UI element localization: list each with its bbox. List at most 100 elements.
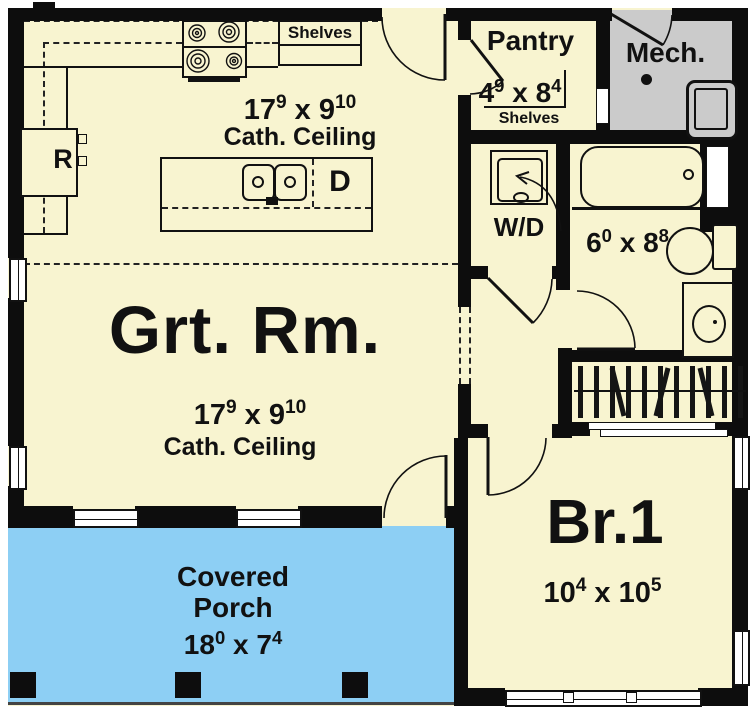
porch-floor xyxy=(8,526,458,705)
pantry-door-leaf xyxy=(469,39,505,82)
porch-name-line2: Porch xyxy=(193,592,273,623)
wall-top-left xyxy=(8,8,382,21)
wd-door-arc xyxy=(532,278,553,324)
pantry-shelf-h xyxy=(484,106,566,108)
counter-edge-top-1 xyxy=(24,66,182,68)
kitchen-shelves-box xyxy=(278,20,362,66)
stove-burners xyxy=(186,21,243,73)
wall-pantry-left-b xyxy=(458,95,471,140)
washer-swing-arrow xyxy=(514,171,530,185)
fridge-hinge-1 xyxy=(78,134,87,144)
great-room-ceiling-label: Cath. Ceiling xyxy=(163,433,317,461)
mech-panel-icon xyxy=(596,88,609,124)
porch-dim-label: 180 x 74 xyxy=(183,626,283,660)
window-porch-1 xyxy=(73,509,139,528)
kitchen-ceiling-label: Cath. Ceiling xyxy=(223,123,377,151)
counter-edge-left-2 xyxy=(66,197,68,233)
washer-swing-arc xyxy=(519,176,562,232)
wall-closet-left xyxy=(558,348,572,432)
kitchen-dim-label: 179 x 910 xyxy=(243,92,357,126)
closet-hanger-strokes xyxy=(609,367,715,417)
kitchen-shelf-line xyxy=(280,44,360,46)
faucet-icon xyxy=(266,197,278,205)
toilet-bowl-icon xyxy=(666,227,714,275)
pantry-name-label: Pantry xyxy=(486,25,575,56)
wall-pantry-left-a xyxy=(458,8,471,40)
great-room-dim-label: 179 x 910 xyxy=(193,397,307,431)
porch-post-1 xyxy=(10,672,36,698)
wall-br1-top-l xyxy=(458,424,488,438)
upper-cabinet-dash-h xyxy=(43,42,182,44)
vanity-sink-icon xyxy=(692,305,726,343)
island-dash-h xyxy=(162,207,371,209)
floor-drain-icon xyxy=(641,74,652,85)
pantry-dim-label: 49 x 84 xyxy=(478,74,562,108)
mech-door-leaf xyxy=(610,12,664,47)
corner-notch xyxy=(33,2,55,12)
porch-name-line1: Covered xyxy=(176,561,290,592)
wall-top-right xyxy=(672,8,748,21)
wall-porch-c xyxy=(298,506,382,528)
sink-drain-1 xyxy=(252,176,264,188)
br1-door-arc xyxy=(487,437,547,496)
bedroom-dim-label: 104 x 105 xyxy=(543,575,662,609)
mech-name-label: Mech. xyxy=(625,37,706,68)
wall-br1-bot-l xyxy=(454,688,505,706)
toilet-tank-icon xyxy=(712,224,738,270)
bedroom-name-label: Br.1 xyxy=(546,488,664,557)
fridge-hinge-2 xyxy=(78,156,87,166)
window-br1-right-1 xyxy=(733,436,750,490)
sink-drain-2 xyxy=(284,176,296,188)
window-mullion-2 xyxy=(626,692,637,703)
wall-br1-bot-r xyxy=(698,688,748,706)
window-br1-right-2 xyxy=(733,630,750,686)
refrigerator-icon xyxy=(20,128,78,197)
stove-handle xyxy=(188,78,240,82)
island-dash-v xyxy=(312,159,314,207)
porch-post-2 xyxy=(175,672,201,698)
fridge-label: R xyxy=(53,144,73,174)
bath-dim-label: 60 x 88 xyxy=(586,224,669,258)
window-porch-2 xyxy=(236,509,302,528)
counter-edge-left-bot xyxy=(24,233,68,235)
ceiling-break-line xyxy=(24,263,458,265)
dishwasher-label: D xyxy=(329,165,351,198)
great-room-name-label: Grt. Rm. xyxy=(108,293,382,368)
pantry-door-arc xyxy=(469,80,504,95)
window-mullion-1 xyxy=(563,692,574,703)
cased-opening-dash-2 xyxy=(469,307,471,384)
closet-bypass-door-2 xyxy=(600,429,728,437)
wall-top-mid xyxy=(446,8,612,21)
wall-grtrm-right-a xyxy=(458,279,471,307)
tub-end-niche xyxy=(706,146,729,208)
wall-wd-right xyxy=(556,142,570,290)
wall-br1-left xyxy=(454,438,468,706)
window-left-2 xyxy=(9,446,27,490)
wall-closet-bot-l xyxy=(558,422,590,436)
upper-cabinet-dash-h2 xyxy=(247,42,278,44)
kitchen-shelves-label: Shelves xyxy=(287,23,353,42)
wall-porch-b xyxy=(135,506,236,528)
wd-door-leaf xyxy=(486,276,535,325)
wall-wd-left xyxy=(458,142,471,268)
water-heater-inner xyxy=(694,88,728,130)
stove-divider xyxy=(184,46,245,48)
wall-porch-a xyxy=(8,506,73,528)
counter-edge-top-2 xyxy=(247,66,278,68)
wall-wd-door-l xyxy=(458,266,488,279)
counter-edge-left-1 xyxy=(66,66,68,128)
wall-hall-top xyxy=(458,130,748,144)
pantry-shelf-v xyxy=(564,70,566,106)
vanity-faucet xyxy=(713,320,717,324)
back-door-arc xyxy=(381,16,446,81)
porch-post-3 xyxy=(342,672,368,698)
tub-drain xyxy=(683,169,694,180)
bath-halfwall xyxy=(572,207,704,210)
laundry-label: W/D xyxy=(493,212,545,242)
washer-knob xyxy=(513,192,529,203)
window-br1-bottom xyxy=(505,690,702,707)
wall-wd-door-r xyxy=(552,266,570,279)
wall-left-b xyxy=(8,298,24,446)
